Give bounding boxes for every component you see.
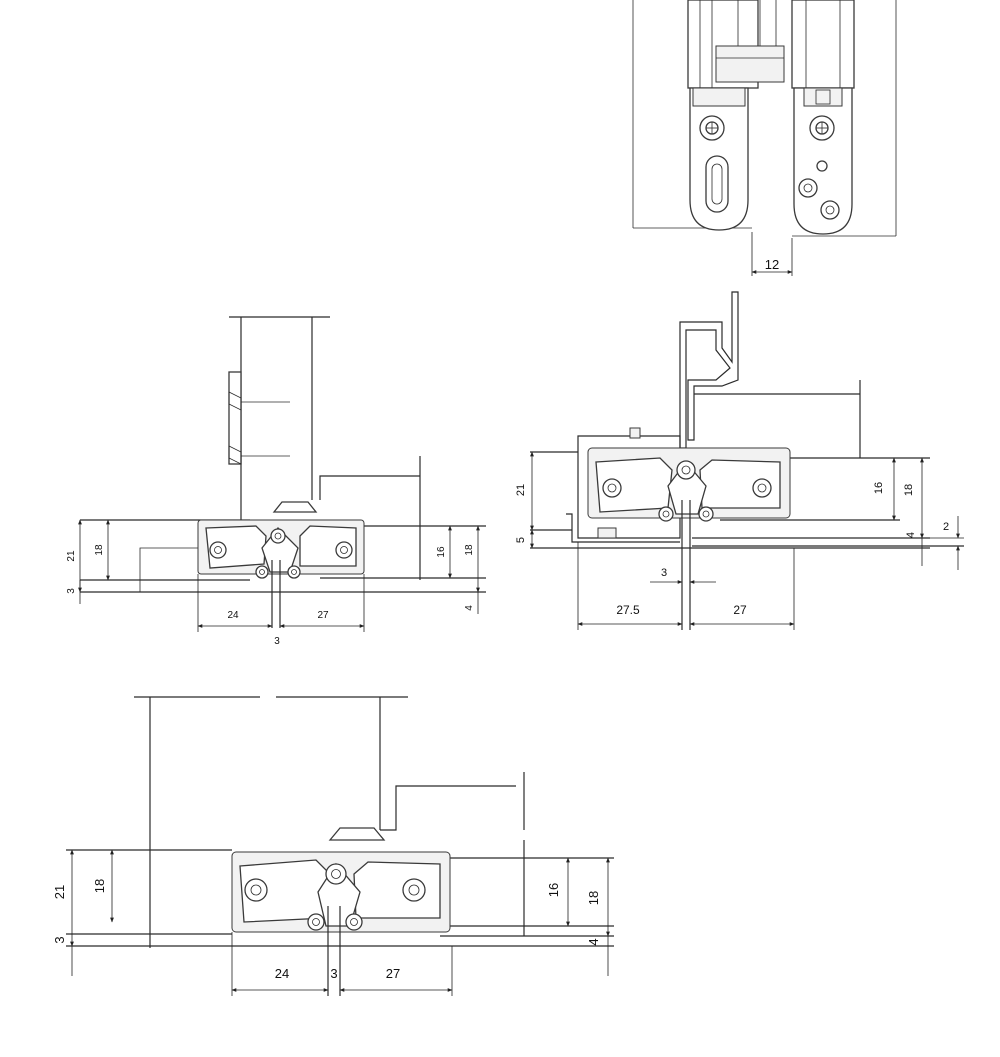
dim-label-3-r: 3 [661,567,667,579]
dim-label-18-b: 18 [92,879,107,893]
dim-label-21: 21 [66,550,77,562]
dim-label-3-b: 3 [52,936,67,943]
dim-label-24: 24 [227,610,239,621]
dim-label-4-r: 4 [905,532,917,538]
dim-label-2: 2 [943,521,949,533]
dim-label-27-r: 27 [733,603,747,617]
dim-label-3-gap-b: 3 [330,966,337,981]
dim-label-4: 4 [464,605,475,611]
dim-label-18-b-right: 18 [586,891,601,905]
dim-label-16-b: 16 [546,883,561,897]
dim-label-12: 12 [765,257,779,272]
dim-label-27-b: 27 [386,966,400,981]
dim-label-5: 5 [515,537,527,543]
dim-label-18: 18 [94,544,105,556]
dim-label-18-right: 18 [464,544,475,556]
dim-label-3: 3 [66,588,77,594]
dim-label-21-r: 21 [515,484,527,496]
middle-left-hinge-view: 21 18 3 16 18 4 24 27 3 [66,316,486,647]
top-hinge-view: 12 [632,0,897,276]
dim-label-27: 27 [317,610,329,621]
bottom-hinge-view: 21 18 3 16 18 4 24 3 27 [52,696,614,996]
dim-label-18-r: 18 [903,484,915,496]
dim-label-16-r: 16 [873,482,885,494]
dim-label-24-b: 24 [275,966,289,981]
dim-label-21-b: 21 [52,885,67,899]
middle-right-hinge-view: 21 5 16 18 2 4 3 27.5 27 [515,291,964,630]
dim-label-4-b: 4 [586,938,601,945]
dim-label-16: 16 [436,546,447,558]
dim-label-27-5: 27.5 [616,603,640,617]
dim-label-3-gap: 3 [274,636,280,647]
